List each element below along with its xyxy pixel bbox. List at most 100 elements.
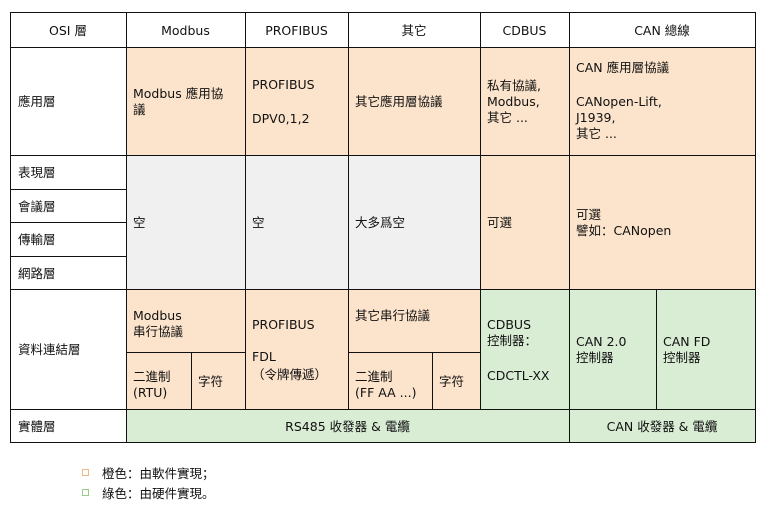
dl-modbus-rtu-cell: 二進制 (RTU): [126, 353, 191, 410]
layer-session-label: 會議層: [18, 198, 56, 214]
app-cdbus-line-2: Modbus,: [487, 94, 540, 109]
dl-other-serial-text: 其它串行協議: [355, 308, 431, 323]
layer-network-label: 網路層: [18, 265, 56, 281]
dl-modbus-serial-line-1: Modbus: [133, 308, 182, 323]
dl-cdbus-cell: CDBUS 控制器： CDCTL-XX: [480, 290, 569, 410]
grid-v-modbus-split: [191, 352, 192, 410]
grid-h-transport: [10, 256, 126, 257]
grid-v-osi: [126, 12, 127, 443]
layer-network: 網路層: [10, 257, 126, 290]
app-modbus-line-1: Modbus 應用協: [133, 86, 224, 101]
legend-green-swatch-icon: [82, 489, 89, 496]
mid-other-cell: 大多爲空: [348, 156, 480, 290]
header-modbus: Modbus: [126, 13, 245, 48]
app-other-text: 其它應用層協議: [355, 94, 443, 109]
grid-h-dl: [10, 409, 756, 410]
grid-v-other-split: [432, 352, 433, 410]
layer-physical: 實體層: [10, 410, 126, 443]
dl-modbus-char-cell: 字符: [191, 353, 245, 410]
app-can-line-4: 其它 ...: [576, 126, 617, 141]
dl-other-binary-line-2: (FF AA ...): [355, 385, 417, 400]
dl-can20-cell: CAN 2.0 控制器: [569, 290, 656, 410]
legend-software: 橙色：由軟件實現；: [82, 463, 215, 482]
app-cdbus-line-3: 其它 ...: [487, 110, 528, 125]
dl-profibus-cell: PROFIBUS FDL （令牌傳遞）: [245, 290, 348, 410]
dl-other-serial-cell: 其它串行協議: [348, 290, 480, 353]
app-modbus-cell: Modbus 應用協 議: [126, 48, 245, 156]
phy-rs485-text: RS485 收發器 & 電纜: [285, 418, 410, 434]
grid-h-presentation: [10, 189, 126, 190]
dl-canfd-cell: CAN FD 控制器: [656, 290, 755, 410]
dl-cdbus-line-2: 控制器：: [487, 333, 538, 348]
grid-v-left: [10, 12, 11, 443]
header-other-label: 其它: [401, 22, 427, 38]
dl-profibus-line-2: FDL: [252, 349, 276, 364]
legend-software-text: 橙色：由軟件實現；: [102, 466, 215, 481]
mid-profibus-cell: 空: [245, 156, 348, 290]
layer-application: 應用層: [10, 48, 126, 156]
app-can-cell: CAN 應用層協議 CANopen-Lift, J1939, 其它 ...: [569, 48, 755, 156]
grid-v-other: [480, 12, 481, 410]
app-profibus-line-2: DPV0,1,2: [252, 111, 310, 126]
dl-cdbus-line-3: CDCTL-XX: [487, 368, 550, 383]
app-profibus-line-1: PROFIBUS: [252, 77, 315, 92]
grid-h-header: [10, 47, 756, 48]
app-can-line-2: CANopen-Lift,: [576, 94, 662, 109]
layer-session: 會議層: [10, 190, 126, 223]
app-profibus-cell: PROFIBUS DPV0,1,2: [245, 48, 348, 156]
legend-hardware-text: 綠色：由硬件實現。: [102, 486, 215, 501]
layer-datalink-label: 資料連結層: [18, 342, 81, 357]
grid-h-top: [10, 12, 756, 13]
header-cdbus-label: CDBUS: [502, 22, 547, 38]
dl-canfd-line-2: 控制器: [663, 350, 701, 365]
header-cdbus: CDBUS: [480, 13, 569, 48]
mid-can-line-1: 可選: [576, 207, 602, 222]
mid-cdbus-cell: 可選: [480, 156, 569, 290]
mid-cdbus-text: 可選: [487, 215, 513, 230]
dl-other-char-cell: 字符: [432, 353, 480, 410]
grid-v-cdbus: [569, 12, 570, 443]
mid-modbus-cell: 空: [126, 156, 245, 290]
dl-modbus-serial-line-2: 串行協議: [133, 324, 184, 339]
dl-other-binary-cell: 二進制 (FF AA ...): [348, 353, 432, 410]
legend-orange-swatch-icon: [82, 469, 89, 476]
layer-presentation: 表現層: [10, 156, 126, 190]
app-can-line-1: CAN 應用層協議: [576, 60, 670, 75]
grid-v-right: [755, 12, 756, 443]
dl-other-binary-line-1: 二進制: [355, 369, 393, 384]
phy-rs485-cell: RS485 收發器 & 電纜: [126, 410, 569, 443]
grid-h-dl-modbus: [126, 352, 245, 353]
app-cdbus-cell: 私有協議, Modbus, 其它 ...: [480, 48, 569, 156]
grid-h-app: [10, 155, 756, 156]
dl-modbus-rtu-line-1: 二進制: [133, 369, 171, 384]
header-can: CAN 總線: [569, 13, 755, 48]
layer-transport-label: 傳輸層: [18, 232, 56, 247]
phy-can-text: CAN 收發器 & 電纜: [606, 418, 718, 434]
dl-can20-line-2: 控制器: [576, 350, 614, 365]
mid-can-line-2: 譬如：CANopen: [576, 223, 672, 238]
dl-profibus-line-3: （令牌傳遞）: [252, 367, 328, 382]
dl-cdbus-line-1: CDBUS: [487, 317, 532, 332]
layer-presentation-label: 表現層: [18, 165, 56, 180]
mid-modbus-text: 空: [133, 215, 146, 230]
mid-profibus-text: 空: [252, 215, 265, 230]
layer-transport: 傳輸層: [10, 223, 126, 257]
header-profibus-label: PROFIBUS: [265, 22, 328, 38]
grid-v-modbus: [245, 12, 246, 410]
dl-modbus-char-text: 字符: [198, 373, 224, 389]
legend-hardware: 綠色：由硬件實現。: [82, 483, 215, 502]
dl-profibus-line-1: PROFIBUS: [252, 317, 315, 332]
dl-other-char-text: 字符: [439, 373, 465, 389]
app-cdbus-line-1: 私有協議,: [487, 78, 541, 93]
grid-v-can-split: [656, 289, 657, 410]
app-modbus-line-2: 議: [133, 102, 146, 117]
header-profibus: PROFIBUS: [245, 13, 348, 48]
dl-can20-line-1: CAN 2.0: [576, 334, 627, 349]
grid-h-bottom: [10, 442, 756, 443]
mid-other-text: 大多爲空: [355, 215, 406, 230]
app-other-cell: 其它應用層協議: [348, 48, 480, 156]
header-other: 其它: [348, 13, 480, 48]
layer-physical-label: 實體層: [18, 418, 56, 434]
grid-h-mid: [10, 289, 756, 290]
grid-v-profibus: [348, 12, 349, 410]
